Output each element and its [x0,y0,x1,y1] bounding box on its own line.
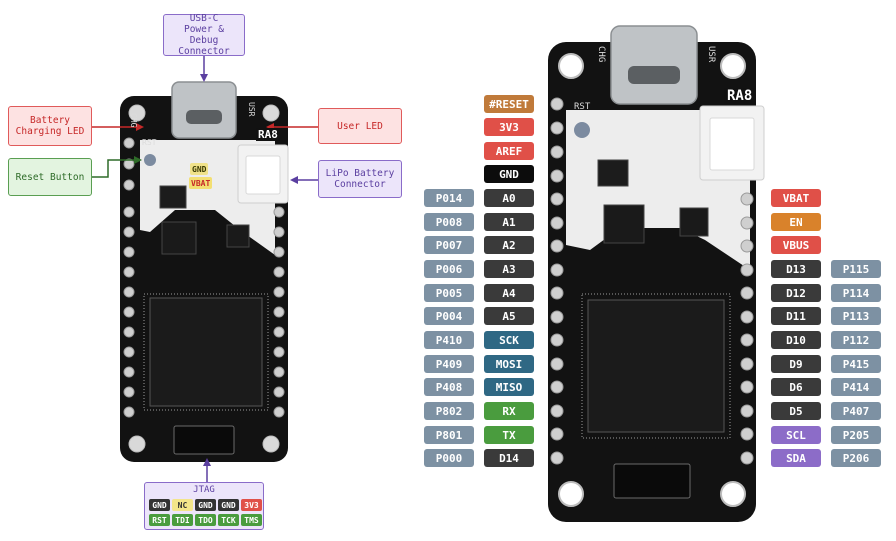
jtag-pin: RST [149,514,170,526]
pin-label-d11: D11 [771,307,821,325]
pin-port-label: P112 [831,331,881,349]
jtag-pin: TMS [241,514,262,526]
pin-label-tx: TX [484,426,534,444]
jtag-pin: GND [218,499,239,511]
pin-port-label: P408 [424,378,474,396]
pin-port-label: P415 [831,355,881,373]
pin-port-label: P410 [424,331,474,349]
jtag-pin: NC [172,499,193,511]
battery-charging-led-callout: Battery Charging LED [8,106,92,146]
pin-label-rx: RX [484,402,534,420]
pin-label-a2: A2 [484,236,534,254]
pin-label-a0: A0 [484,189,534,207]
pin-port-label: P005 [424,284,474,302]
left-mount-hole [262,435,280,453]
left-gnd-label: GND [190,163,209,175]
pin-port-label: P000 [424,449,474,467]
pin-label-sck: SCK [484,331,534,349]
pin-label-gnd: GND [484,165,534,183]
pin-port-label: P004 [424,307,474,325]
right-silk-chg: CHG [596,46,606,63]
jtag-pin: TDO [195,514,216,526]
pin-label-a4: A4 [484,284,534,302]
pin-label-aref: AREF [484,142,534,160]
pin-port-label: P414 [831,378,881,396]
pin-label-d10: D10 [771,331,821,349]
pin-label-d9: D9 [771,355,821,373]
pin-port-label: P114 [831,284,881,302]
jtag-pin: TDI [172,514,193,526]
pin-label-3v3: 3V3 [484,118,534,136]
pin-label-d12: D12 [771,284,821,302]
right-silk-rst: RST [574,102,591,112]
left-vbat-label: VBAT [189,177,213,189]
pin-label-reset: #RESET [484,95,534,113]
pin-label-d13: D13 [771,260,821,278]
jtag-pin: TCK [218,514,239,526]
pin-label-vbat: VBAT [771,189,821,207]
pin-port-label: P802 [424,402,474,420]
user-led-callout: User LED [318,108,402,144]
pin-label-d5: D5 [771,402,821,420]
left-usbc-port [186,110,222,124]
left-mount-hole [128,435,146,453]
pin-label-vbus: VBUS [771,236,821,254]
pin-port-label: P115 [831,260,881,278]
pin-label-sda: SDA [771,449,821,467]
jtag-pin: 3V3 [241,499,262,511]
pin-port-label: P409 [424,355,474,373]
jtag-pin: GND [195,499,216,511]
left-jtag-header [173,425,235,455]
pin-label-a3: A3 [484,260,534,278]
pin-label-d14: D14 [484,449,534,467]
usb-c-callout: USB-C Power & Debug Connector [163,13,245,57]
pin-port-label: P014 [424,189,474,207]
pin-label-a1: A1 [484,213,534,231]
pin-label-miso: MISO [484,378,534,396]
left-mount-hole [262,104,280,122]
lipo-battery-callout: LiPo Battery Connector [318,160,402,198]
left-mount-hole [128,104,146,122]
pin-label-en: EN [771,213,821,231]
pin-port-label: P205 [831,426,881,444]
pin-port-label: P407 [831,402,881,420]
right-silk-usr: USR [706,46,716,63]
pin-label-a5: A5 [484,307,534,325]
pin-port-label: P801 [424,426,474,444]
pin-port-label: P007 [424,236,474,254]
right-silk-ra8: RA8 [724,88,756,104]
pin-port-label: P008 [424,213,474,231]
pin-port-label: P113 [831,307,881,325]
pin-port-label: P006 [424,260,474,278]
left-silk-rst: RST [142,138,157,147]
left-reset-button-graphic [144,154,156,166]
left-mcu [149,297,263,407]
jtag-pin: GND [149,499,170,511]
pin-label-mosi: MOSI [484,355,534,373]
reset-button-callout: Reset Button [8,158,92,196]
jtag-callout: JTAG GND NC GND GND 3V3 RST TDI TDO TCK … [144,482,264,530]
pin-label-d6: D6 [771,378,821,396]
pin-port-label: P206 [831,449,881,467]
pin-label-scl: SCL [771,426,821,444]
jtag-title: JTAG [193,485,215,495]
left-silk-ra8: RA8 [256,128,280,141]
